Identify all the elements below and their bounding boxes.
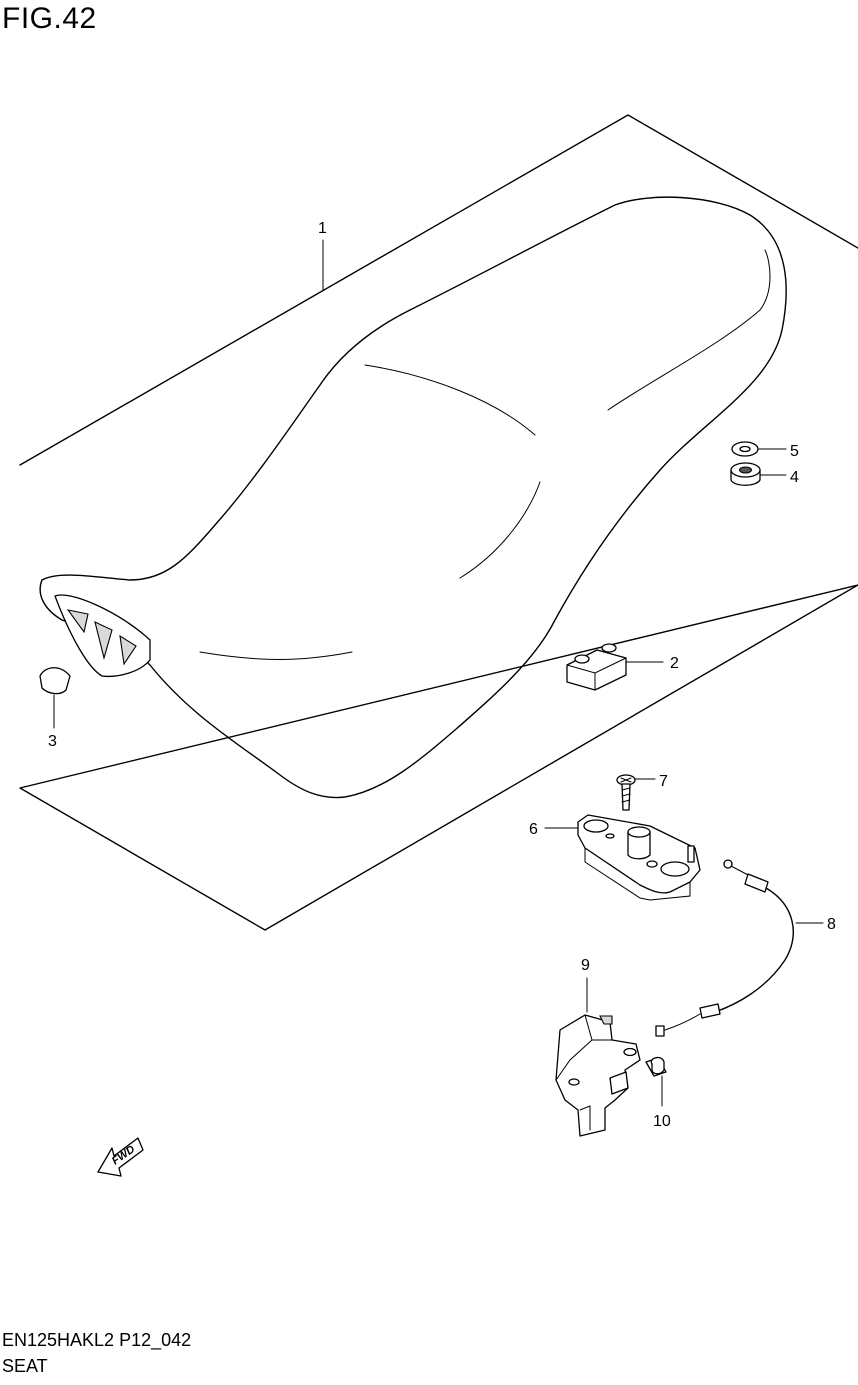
- callout-label-2[interactable]: 2: [670, 655, 679, 672]
- callout-label-3[interactable]: 3: [48, 733, 57, 750]
- callout-label-4[interactable]: 4: [790, 469, 799, 486]
- screw-part-7[interactable]: [616, 774, 656, 811]
- model-code: EN125HAKL2 P12_042: [2, 1330, 192, 1350]
- seat-part-1[interactable]: [39, 196, 787, 799]
- seat-damper-part-2[interactable]: [566, 643, 664, 691]
- lock-bracket-part-6[interactable]: [544, 814, 701, 901]
- nut-part-4[interactable]: [730, 462, 787, 486]
- section-name: SEAT: [2, 1356, 48, 1376]
- callout-label-5[interactable]: 5: [790, 443, 799, 460]
- callout-label-7[interactable]: 7: [659, 773, 668, 790]
- screw-part-10[interactable]: [645, 1056, 667, 1107]
- washer-part-5[interactable]: [731, 441, 787, 457]
- figure-title: FIG.42: [2, 2, 97, 35]
- seat-lock-part-9[interactable]: [555, 977, 641, 1137]
- cable-part-8[interactable]: [655, 859, 824, 1037]
- callout-label-9[interactable]: 9: [581, 957, 590, 974]
- callout-label-6[interactable]: 6: [529, 821, 538, 838]
- callout-label-8[interactable]: 8: [827, 916, 836, 933]
- cushion-part-3[interactable]: [39, 667, 71, 729]
- fwd-arrow-icon: FWD: [97, 1137, 144, 1177]
- callout-label-1[interactable]: 1: [318, 220, 327, 237]
- callout-label-10[interactable]: 10: [653, 1113, 671, 1130]
- assembly-outline: [19, 114, 858, 931]
